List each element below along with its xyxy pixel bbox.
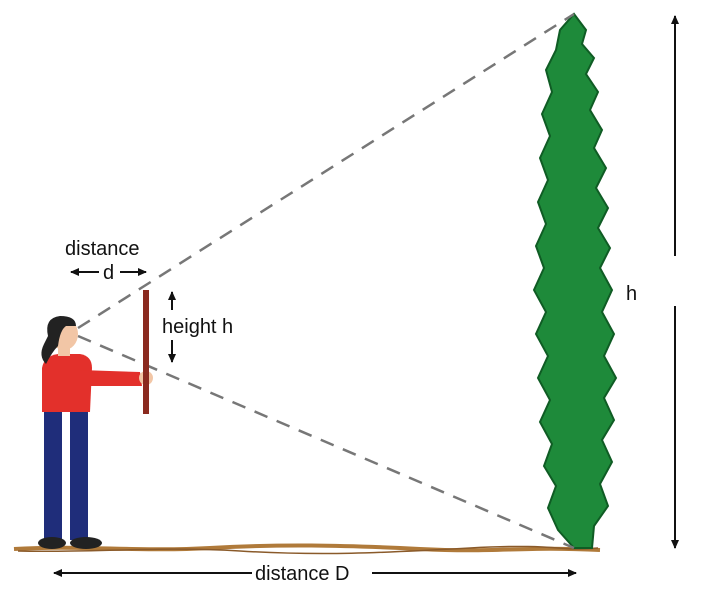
sightline-to-treebase <box>77 334 575 550</box>
ground-line <box>13 543 601 553</box>
label-distance-D: distance D <box>255 563 350 584</box>
label-height-h: height h <box>162 316 233 338</box>
person-figure-icon <box>38 316 153 549</box>
tree-icon <box>532 12 618 549</box>
sightline-to-treetop <box>77 12 575 330</box>
label-distance-small: distance <box>65 238 140 260</box>
label-tree-height: h <box>626 283 637 305</box>
label-d: d <box>103 262 114 284</box>
ground-line-texture <box>17 545 599 555</box>
sighting-stick-icon <box>143 290 149 414</box>
